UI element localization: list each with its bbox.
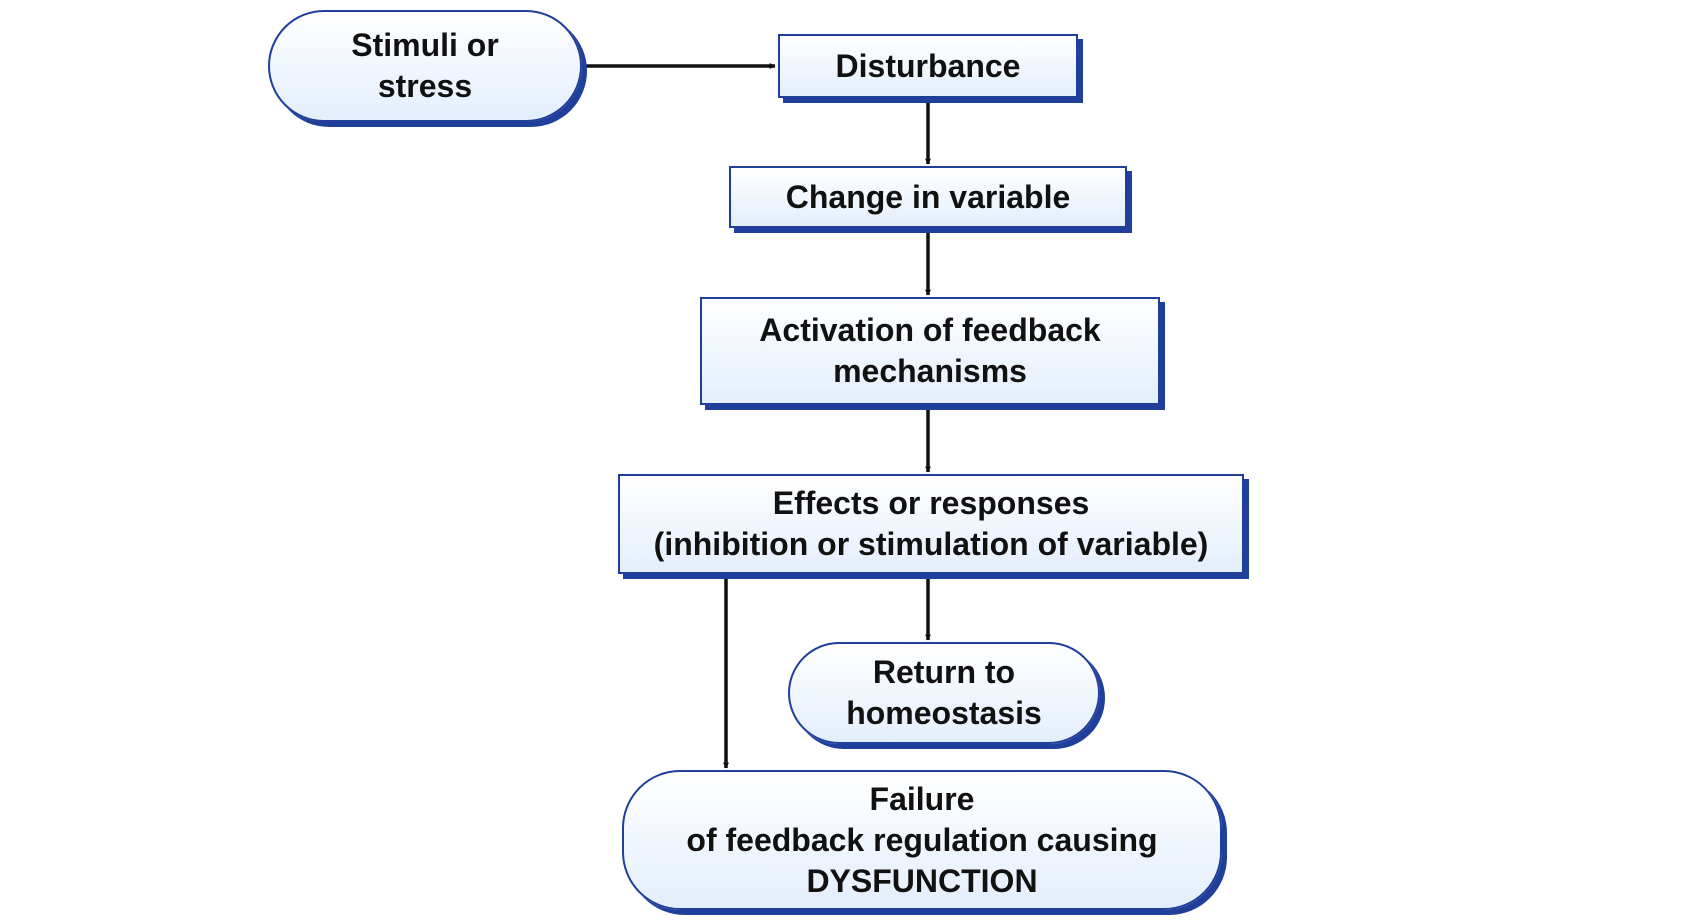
node-stimuli-line-1: Stimuli or xyxy=(351,27,499,63)
node-failure-of-feedback: Failure of feedback regulation causing D… xyxy=(622,770,1222,910)
node-activation-of-feedback: Activation of feedback mechanisms xyxy=(700,297,1160,405)
node-stimuli-line-2: stress xyxy=(377,68,473,104)
node-failure-line-3: DYSFUNCTION xyxy=(806,862,1038,899)
node-failure-line-2: of feedback regulation causing xyxy=(686,821,1158,858)
node-return-line-1: Return to xyxy=(872,654,1016,690)
node-failure-line-1: Failure xyxy=(869,780,975,817)
node-return-line-2: homeostasis xyxy=(846,695,1042,731)
node-change-line-1: Change in variable xyxy=(785,178,1071,215)
node-disturbance: Disturbance xyxy=(778,34,1078,98)
node-effects-or-responses: Effects or responses (inhibition or stim… xyxy=(618,474,1244,574)
node-return-to-homeostasis: Return to homeostasis xyxy=(788,642,1100,744)
node-activation-line-2: mechanisms xyxy=(833,353,1027,389)
node-disturbance-line-1: Disturbance xyxy=(835,47,1021,84)
node-activation-line-1: Activation of feedback xyxy=(759,312,1101,348)
node-effects-line-1: Effects or responses xyxy=(772,485,1090,521)
node-change-in-variable: Change in variable xyxy=(729,166,1127,228)
node-stimuli: Stimuli or stress xyxy=(268,10,582,122)
node-effects-line-2: (inhibition or stimulation of variable) xyxy=(653,526,1209,562)
